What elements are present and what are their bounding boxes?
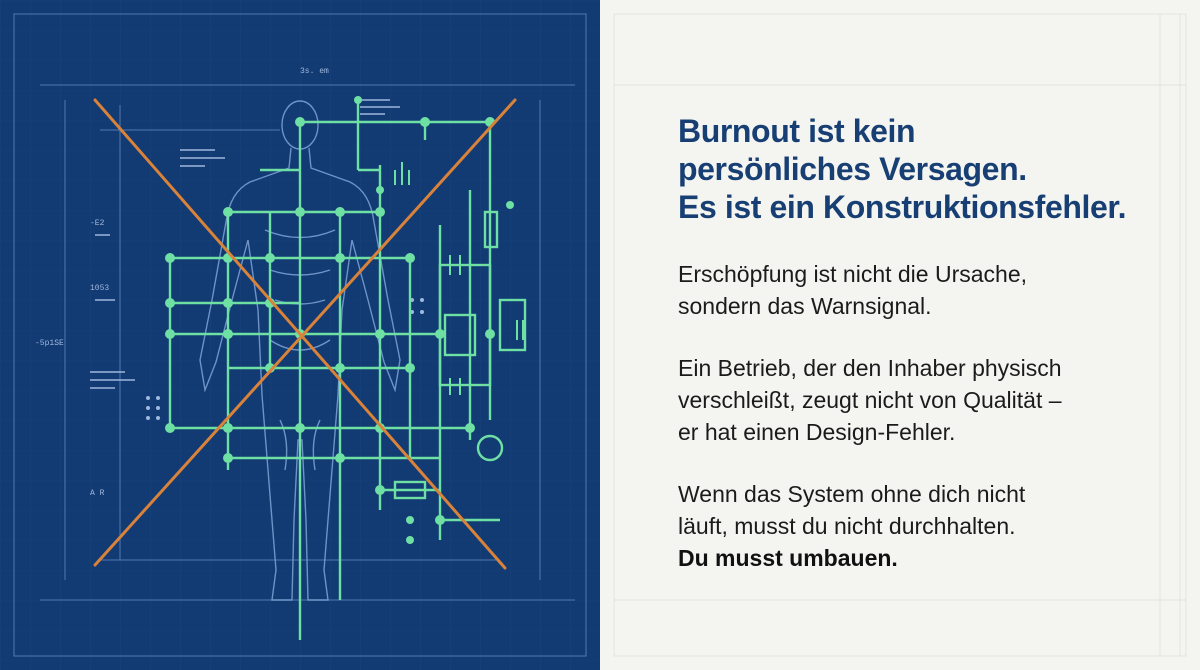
paragraph-3-line-2: läuft, musst du nicht durchhalten. (678, 513, 1016, 539)
paragraph-rebuild: Wenn das System ohne dich nicht läuft, m… (678, 478, 1178, 574)
paragraph-2-line-1: Ein Betrieb, der den Inhaber physisch (678, 355, 1062, 381)
paragraph-3-emphasis: Du musst umbauen. (678, 545, 898, 571)
headline-line-3: Es ist ein Konstruktionsfehler. (678, 189, 1127, 225)
paragraph-1-line-1: Erschöpfung ist nicht die Ursache, (678, 261, 1028, 287)
text-block: Burnout ist kein persönliches Versagen. … (678, 112, 1178, 574)
paragraph-warning-signal: Erschöpfung ist nicht die Ursache, sonde… (678, 258, 1178, 322)
cross-out-mark-icon (93, 98, 517, 570)
side-label-3: -5p1SE (35, 339, 64, 348)
blueprint-panel: 3s. em -E2 1053 -5p1SE A R (0, 0, 600, 670)
dimension-labels: 3s. em -E2 1053 -5p1SE A R (35, 67, 329, 498)
circuit-pins (394, 162, 524, 395)
tick-marks (90, 99, 400, 389)
dimension-label-top: 3s. em (300, 67, 329, 76)
side-label-1: -E2 (90, 219, 105, 228)
paragraph-3-line-1: Wenn das System ohne dich nicht (678, 481, 1026, 507)
paper-grid (613, 13, 1187, 657)
paragraph-design-error: Ein Betrieb, der den Inhaber physisch ve… (678, 352, 1178, 448)
headline-line-1: Burnout ist kein (678, 113, 916, 149)
headline: Burnout ist kein persönliches Versagen. … (678, 112, 1178, 226)
paragraph-2-line-3: er hat einen Design-Fehler. (678, 419, 956, 445)
headline-line-2: persönliches Versagen. (678, 151, 1027, 187)
side-label-4: A R (90, 489, 105, 498)
paragraph-1-line-2: sondern das Warnsignal. (678, 293, 932, 319)
side-label-2: 1053 (90, 284, 109, 293)
blueprint-illustration: 3s. em -E2 1053 -5p1SE A R (0, 0, 600, 670)
paragraph-2-line-2: verschleißt, zeugt nicht von Qualität – (678, 387, 1062, 413)
text-panel: Burnout ist kein persönliches Versagen. … (600, 0, 1200, 670)
